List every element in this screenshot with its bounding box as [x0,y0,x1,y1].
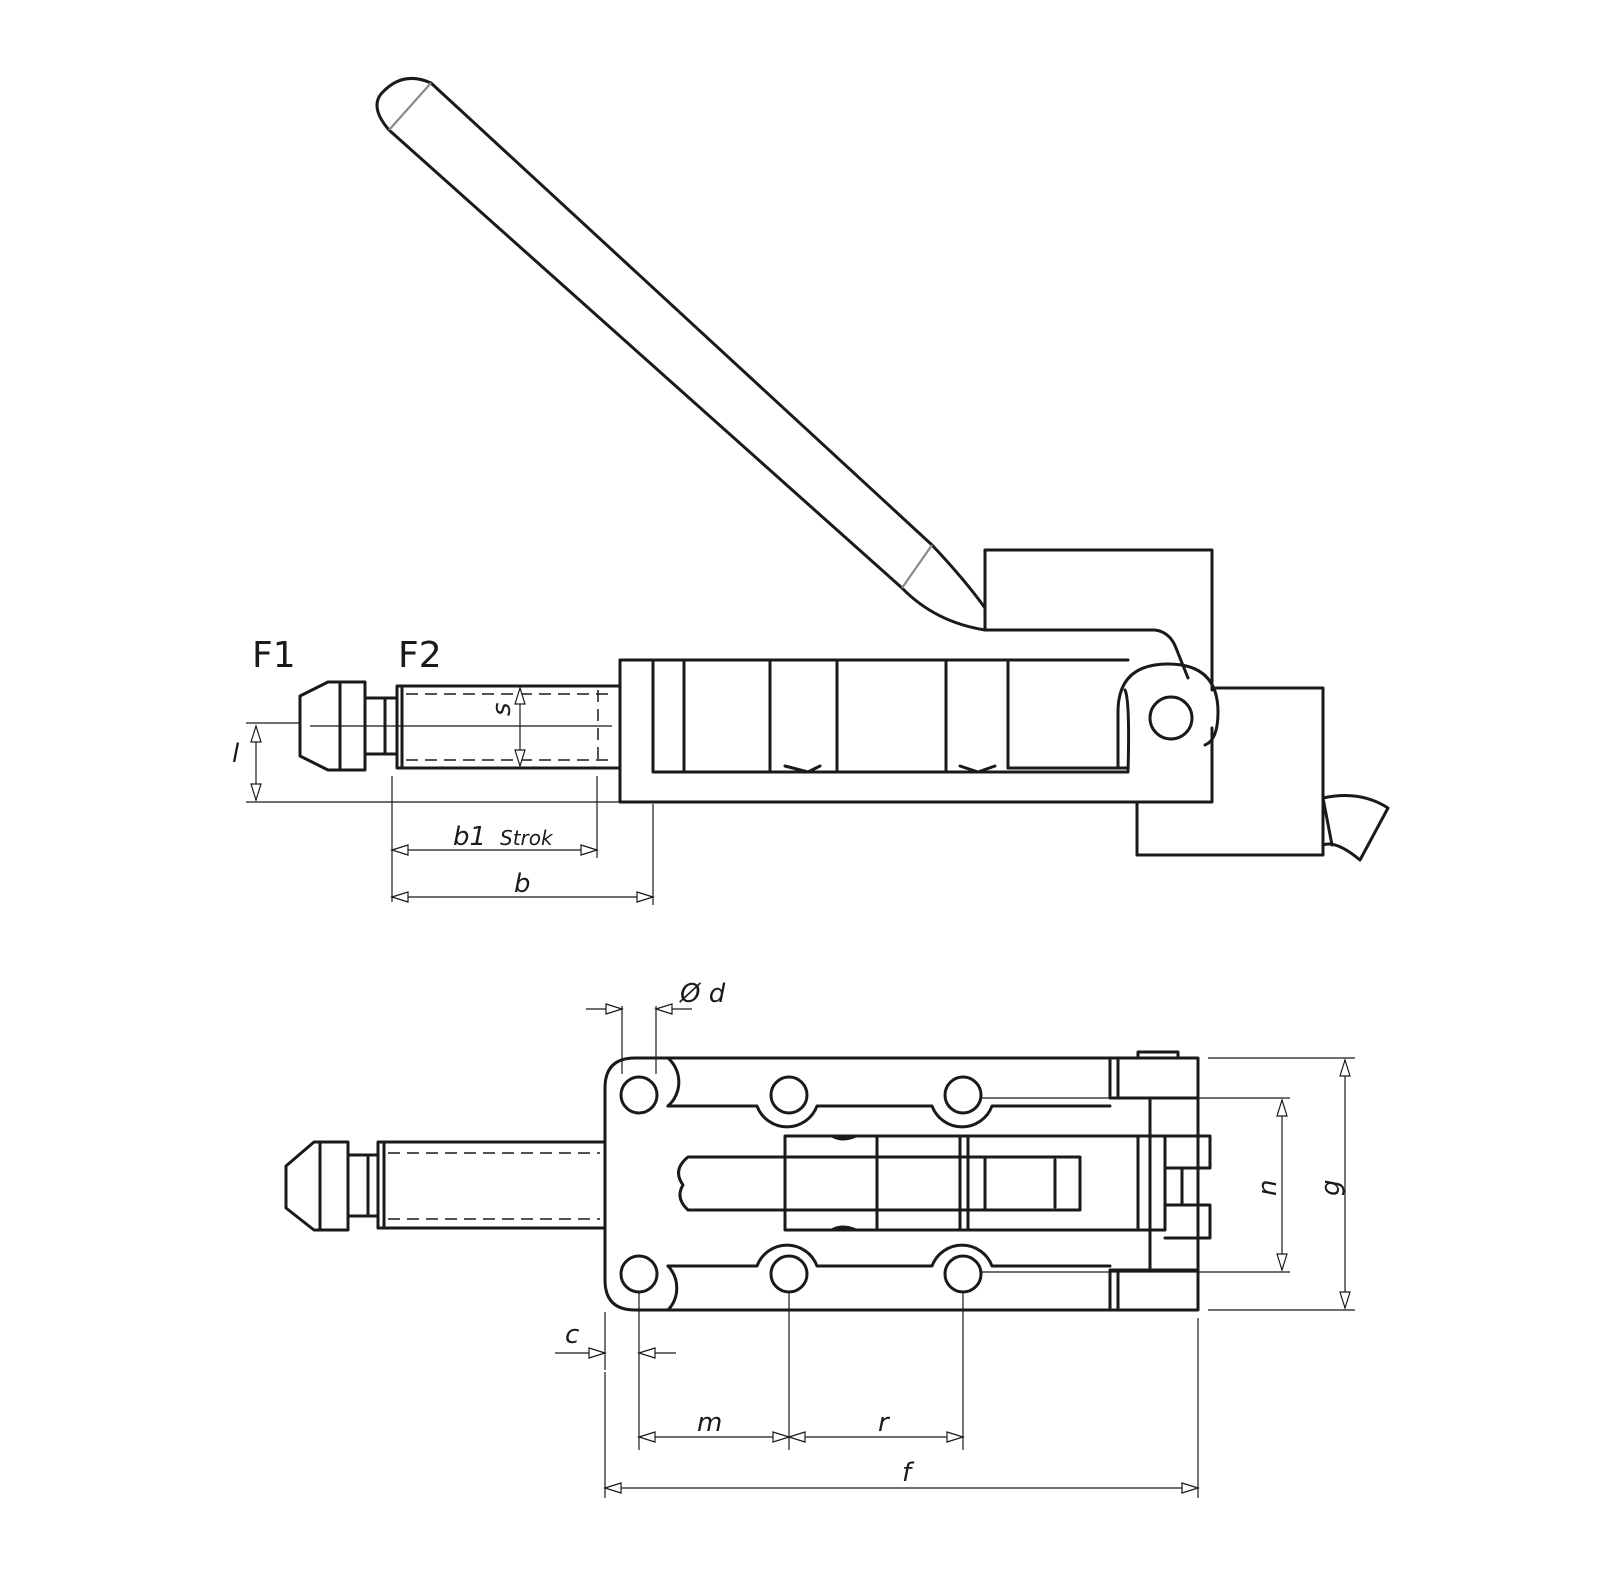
svg-text:Strok: Strok [500,826,554,850]
plunger-top [284,1140,607,1232]
mounting-hole [619,1075,659,1115]
svg-text:Ø d: Ø d [679,979,726,1009]
side-view: F1 F2 l s b1 Strok [232,76,1390,905]
top-view: Ø d c m r [284,979,1355,1498]
lever-top [677,1155,1082,1212]
svg-text:m: m [697,1408,722,1438]
svg-text:s: s [487,702,517,716]
mounting-hole [943,1075,983,1115]
base-plate [603,1056,1200,1312]
svg-text:b: b [514,869,531,899]
lever-block [983,548,1214,692]
rear-bracket [1135,686,1390,862]
rear-end-blocks [1108,1050,1200,1312]
dimension-b1-stroke: b1 Strok [389,776,600,902]
svg-text:g: g [1316,1179,1346,1196]
svg-text:n: n [1253,1180,1283,1196]
center-slide [783,1134,1212,1240]
plunger-head [298,680,399,772]
dimension-g: g [1208,1057,1355,1311]
dimension-c: c [555,1312,676,1370]
mounting-hole [769,1075,809,1115]
dimension-n: n [981,1097,1290,1273]
svg-text:l: l [232,739,240,769]
dimension-s: s [487,685,526,769]
label-f1: F1 [252,635,296,676]
svg-text:r: r [878,1408,891,1438]
svg-text:f: f [902,1458,915,1488]
dimension-b: b [389,804,656,905]
dimension-l: l [232,722,620,803]
plunger-rod [310,684,622,770]
mounting-hole [943,1254,983,1294]
mounting-hole [619,1254,659,1294]
dimension-d: Ø d [586,979,726,1074]
svg-text:b1: b1 [453,822,486,852]
mounting-hole [769,1254,809,1294]
pivot-pin [1148,695,1194,741]
svg-text:c: c [565,1320,579,1350]
mounting-holes [619,1075,983,1294]
handle-lever [375,76,987,632]
main-body [618,658,1214,804]
pivot-knuckle [1116,662,1220,770]
label-f2: F2 [398,635,442,676]
dimension-m-r-f: m r f [602,1292,1201,1498]
